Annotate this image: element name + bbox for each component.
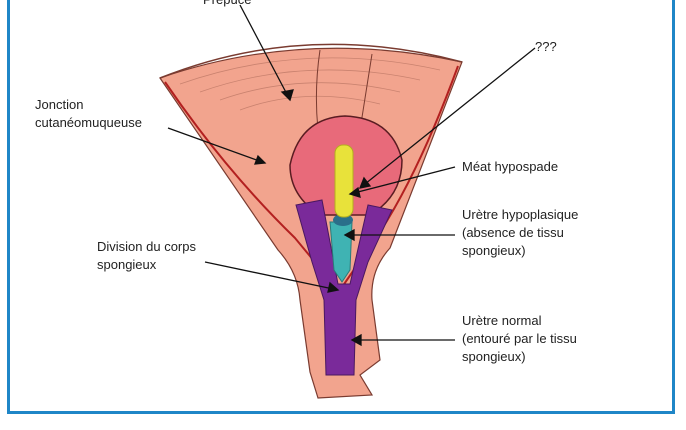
prepuce-folds xyxy=(179,57,441,111)
label-prepuce: Prépuce xyxy=(203,0,251,9)
label-meat: Méat hypospade xyxy=(462,159,559,174)
arrows xyxy=(167,4,536,347)
junction-line-left xyxy=(164,81,339,291)
meatus-opening xyxy=(333,214,353,226)
label-jonction: Jonction cutanéomuqueuse xyxy=(35,97,142,130)
meatus-groove xyxy=(334,144,354,218)
label-uretre-hypoplasique: Urètre hypoplasique (absence de tissu sp… xyxy=(462,207,579,258)
urethra-normal xyxy=(295,199,393,376)
label-uretre-normal: Urètre normal (entouré par le tissu spon… xyxy=(462,313,577,364)
label-unknown: ??? xyxy=(535,39,557,54)
label-division: Division du corps spongieux xyxy=(97,239,196,272)
prepuce-top-arc xyxy=(159,43,463,79)
